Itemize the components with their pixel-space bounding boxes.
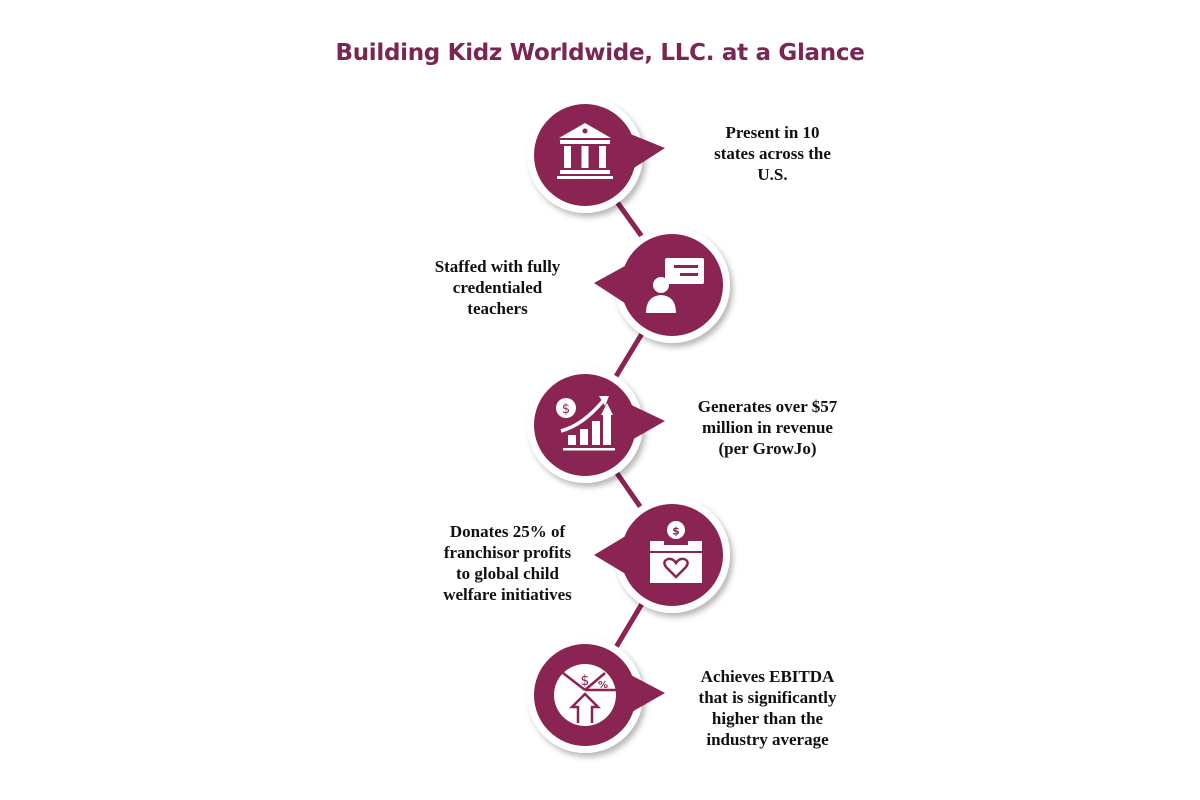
svg-text:$: $	[672, 525, 680, 538]
revenue-growth-icon: $	[556, 396, 615, 451]
timeline-node-4: $	[594, 493, 734, 617]
teacher-presentation-icon	[646, 258, 704, 313]
timeline-node-1	[523, 93, 665, 217]
svg-text:$: $	[581, 673, 590, 689]
svg-text:$: $	[562, 402, 570, 417]
caption-2: Staffed with fully credentialed teachers	[434, 257, 561, 318]
timeline-node-2	[594, 223, 734, 347]
page-title: Building Kidz Worldwide, LLC. at a Glanc…	[335, 40, 865, 66]
ebitda-pie-icon: $ %	[554, 664, 616, 726]
timeline-node-3: $	[523, 363, 665, 487]
donation-box-icon: $	[650, 521, 702, 583]
caption-3: Generates over $57 million in revenue (p…	[697, 397, 838, 458]
caption-5: Achieves EBITDA that is significantly hi…	[698, 667, 837, 749]
bank-building-icon	[557, 123, 613, 179]
caption-1: Present in 10 states across the U.S.	[714, 123, 831, 184]
caption-4: Donates 25% of franchisor profits to glo…	[443, 522, 572, 604]
timeline-node-5: $ %	[523, 633, 665, 757]
svg-text:%: %	[598, 680, 608, 691]
